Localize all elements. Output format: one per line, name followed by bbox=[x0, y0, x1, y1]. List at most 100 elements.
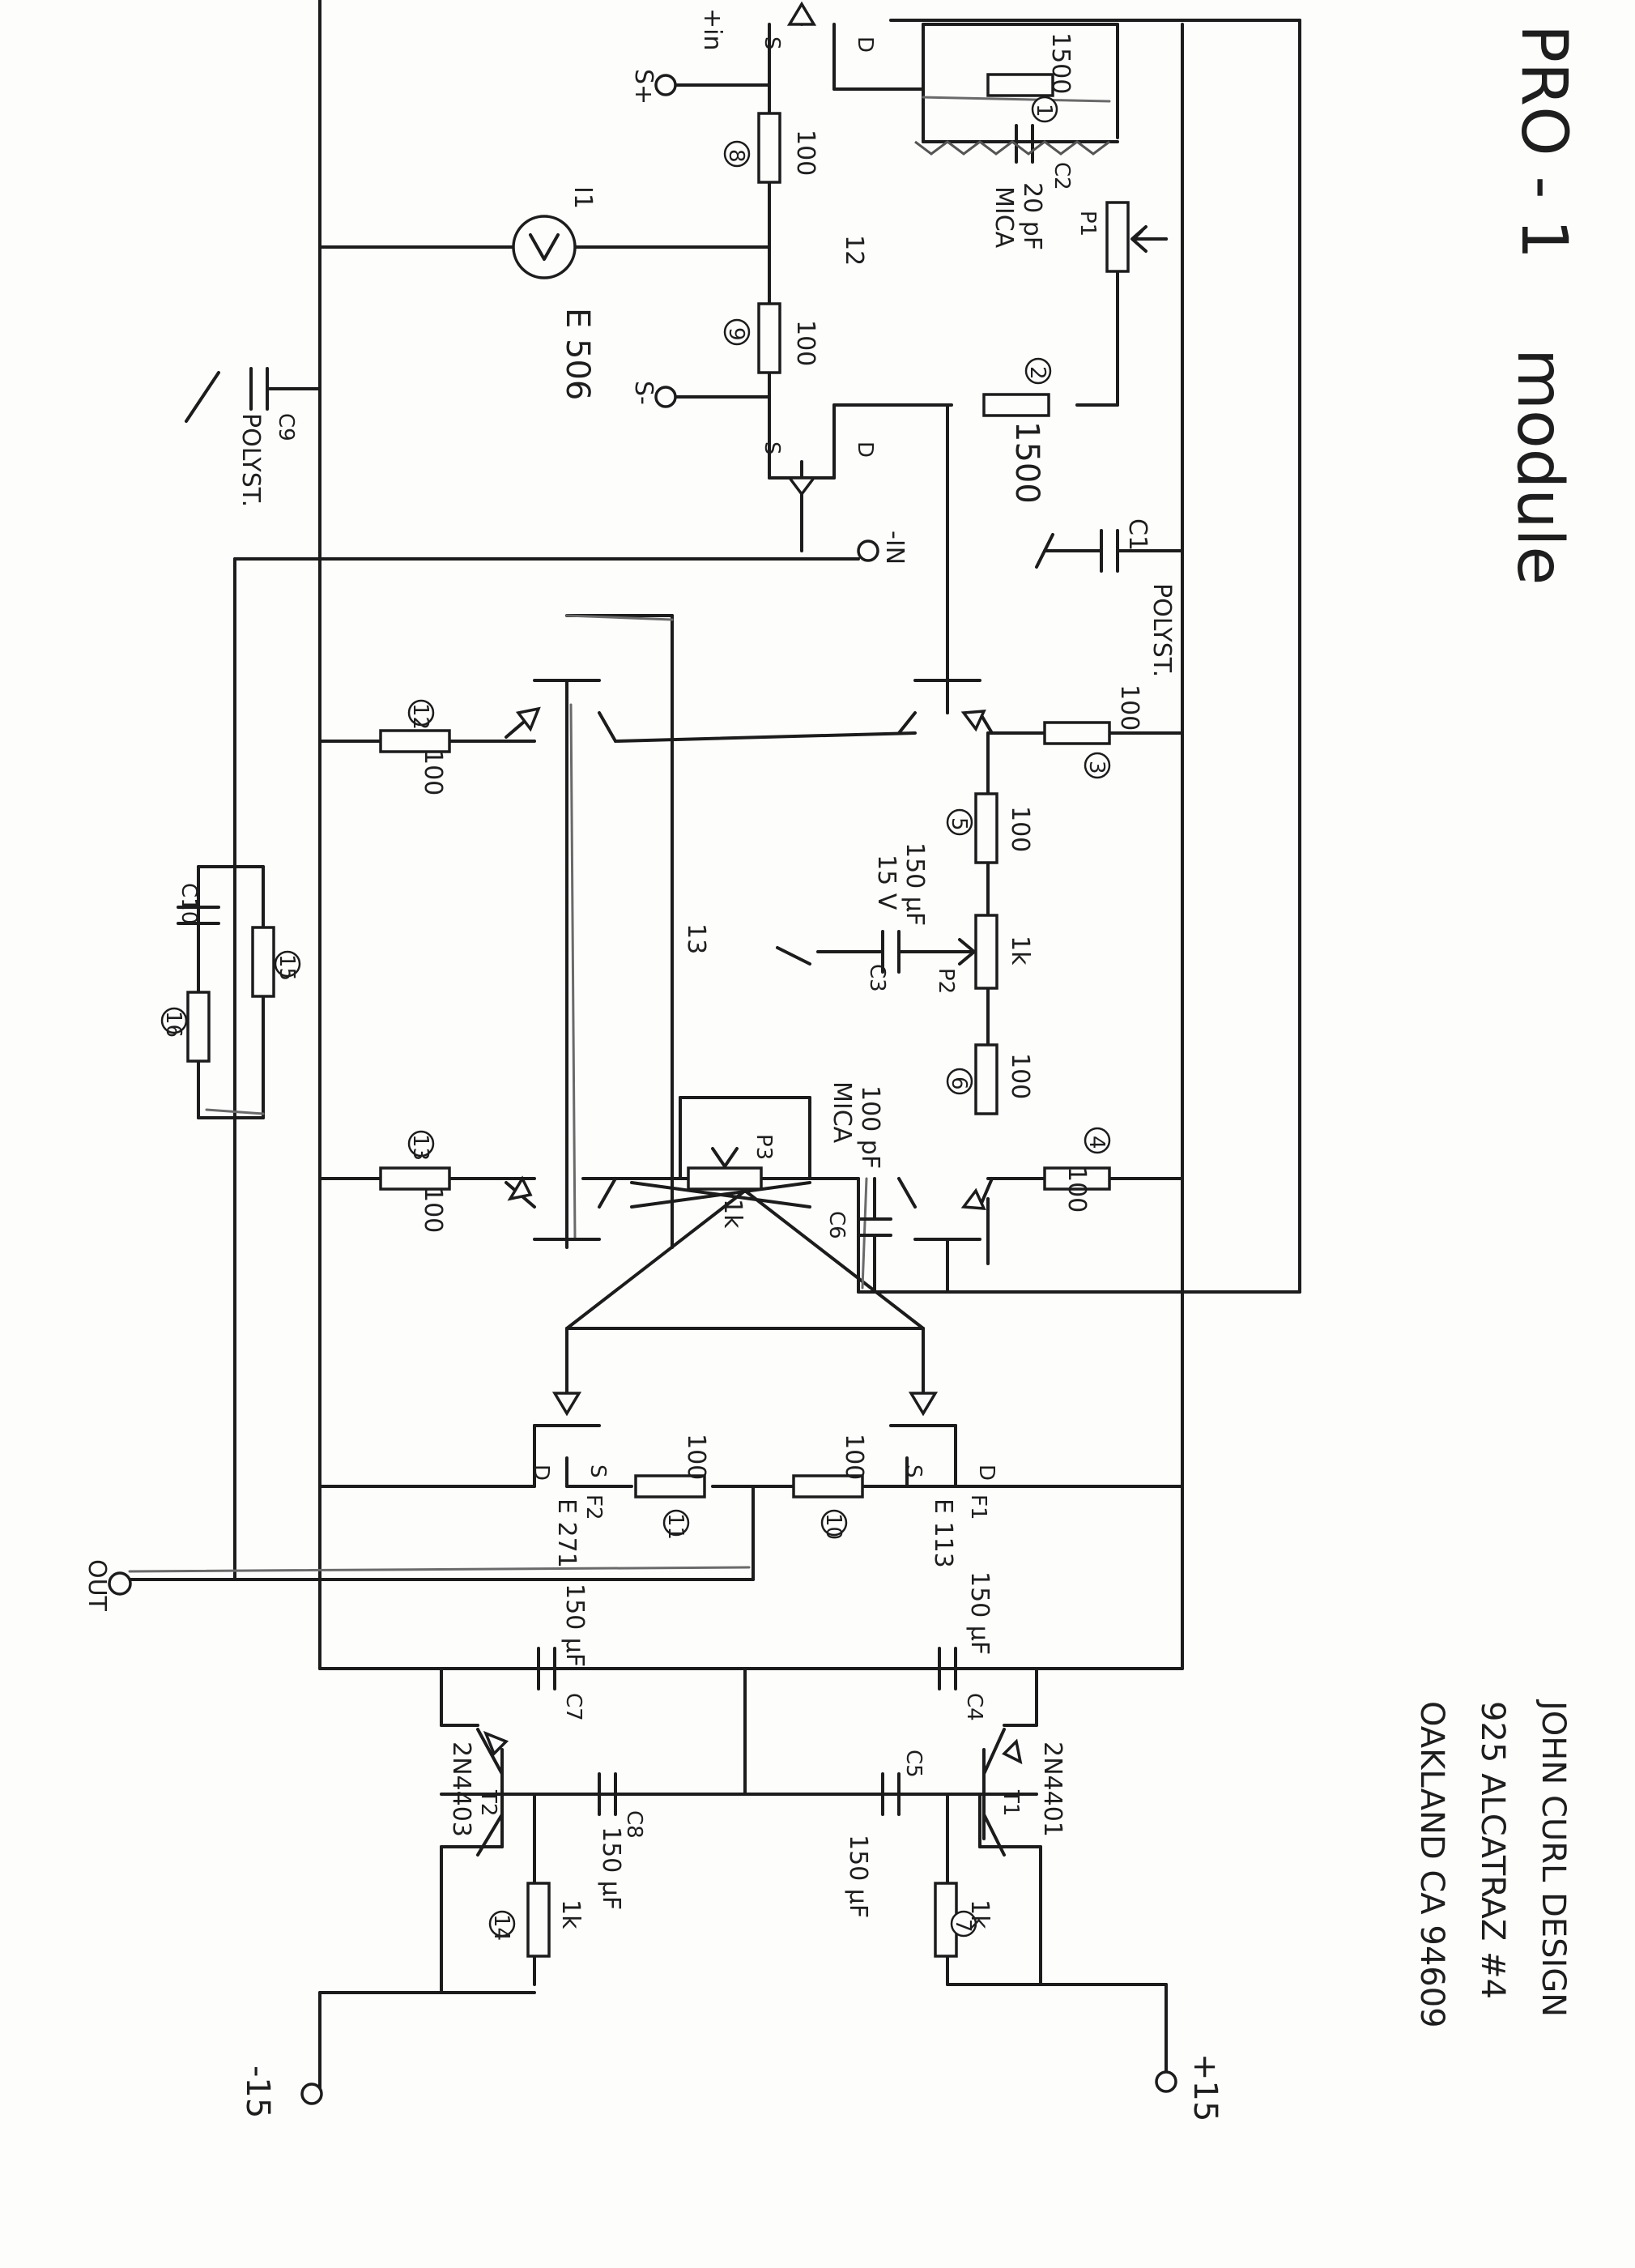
resistor-r11 bbox=[634, 1474, 706, 1498]
pin-s-4: S bbox=[901, 1464, 926, 1478]
label-plus-in: +in bbox=[698, 8, 726, 51]
r14-ref: 14 bbox=[489, 1914, 513, 1941]
r4-value: 100 bbox=[1062, 1166, 1091, 1213]
r10-ref: 10 bbox=[821, 1513, 845, 1540]
pot-p3-wiper bbox=[711, 1147, 739, 1168]
resistor-r2 bbox=[982, 393, 1050, 417]
c2-label: C2 bbox=[1050, 162, 1074, 190]
terminal-s-minus bbox=[654, 386, 677, 408]
t2-part: 2N4403 bbox=[447, 1742, 475, 1837]
pin-s-2: S bbox=[760, 441, 784, 455]
r2-value: 1500 bbox=[1008, 421, 1045, 504]
r12-value: 100 bbox=[419, 749, 447, 795]
terminals bbox=[108, 74, 1177, 2105]
r11-value: 100 bbox=[682, 1434, 710, 1480]
resistor-r12 bbox=[379, 729, 451, 753]
label-plus15: +15 bbox=[1186, 2053, 1224, 2121]
c5-label: C5 bbox=[901, 1750, 926, 1778]
c3-label: C3 bbox=[865, 964, 889, 992]
capacitor-c5 bbox=[881, 1772, 901, 1816]
pin-s-3: S bbox=[585, 1464, 610, 1478]
c8-value: 150 µF bbox=[597, 1827, 625, 1910]
r11-ref: 11 bbox=[663, 1513, 688, 1540]
wires bbox=[128, 0, 1301, 2091]
r1-value: 1500 bbox=[1046, 32, 1075, 94]
c5-value: 150 µF bbox=[844, 1835, 872, 1918]
pin-d-1: D bbox=[853, 36, 877, 53]
r10-value: 100 bbox=[840, 1434, 868, 1480]
page-title: PRO - 1 bbox=[1507, 24, 1580, 259]
r13-value: 100 bbox=[419, 1187, 447, 1233]
pot-p3 bbox=[687, 1166, 763, 1191]
t2-label: T2 bbox=[476, 1789, 500, 1816]
r4-ref: 4 bbox=[1084, 1136, 1109, 1149]
r9-ref: 9 bbox=[724, 327, 748, 341]
capacitor-c3 bbox=[776, 930, 901, 974]
address-line-2: 925 ALCATRAZ #4 bbox=[1474, 1701, 1511, 1999]
r3-value: 100 bbox=[1115, 684, 1143, 731]
resistor-r5 bbox=[974, 792, 998, 864]
node-12-label: 12 bbox=[840, 235, 868, 266]
page-subtitle: module bbox=[1503, 348, 1576, 585]
resistor-r8 bbox=[757, 112, 781, 184]
transistor-upper-left bbox=[505, 679, 617, 743]
pin-s-1: S bbox=[760, 36, 784, 50]
resistor-r14 bbox=[526, 1882, 551, 1958]
capacitor-c10 bbox=[177, 906, 220, 925]
label-minus-in: -IN bbox=[880, 531, 909, 565]
c4-value: 150 µF bbox=[965, 1571, 994, 1655]
terminal-s-plus bbox=[654, 74, 677, 96]
terminal-plus15 bbox=[1155, 2070, 1177, 2093]
p1-label: P1 bbox=[1075, 211, 1100, 237]
r6-value: 100 bbox=[1006, 1053, 1034, 1099]
r16-ref: 16 bbox=[161, 1011, 185, 1038]
r7-value: 1k bbox=[965, 1899, 994, 1929]
c10-label: C10 bbox=[177, 883, 201, 924]
r9-value: 100 bbox=[791, 320, 820, 366]
fet-f2 bbox=[533, 1392, 601, 1427]
reference-circles bbox=[160, 96, 1111, 1938]
r8-value: 100 bbox=[791, 130, 820, 176]
resistor-r16 bbox=[186, 991, 211, 1063]
capacitors bbox=[177, 124, 1119, 1816]
terminal-minus15 bbox=[300, 2083, 323, 2105]
transistor-lower-left bbox=[505, 1175, 617, 1241]
r14-value: 1k bbox=[556, 1899, 585, 1929]
c7-label: C7 bbox=[561, 1693, 585, 1721]
p2-value: 1k bbox=[1006, 936, 1034, 966]
terminal-out bbox=[108, 1571, 132, 1596]
current-source-i1 bbox=[512, 215, 577, 279]
resistor-r1 bbox=[986, 73, 1054, 97]
t1-label: T1 bbox=[998, 1789, 1023, 1816]
r1-ref: 1 bbox=[1032, 104, 1056, 117]
c4-label: C4 bbox=[962, 1693, 986, 1721]
terminal-minus-in bbox=[857, 539, 879, 562]
p3-label: P3 bbox=[752, 1134, 776, 1160]
pot-p2 bbox=[974, 914, 998, 990]
c9-label: C9 bbox=[274, 413, 298, 441]
capacitor-c1 bbox=[1035, 529, 1119, 573]
r6-ref: 6 bbox=[947, 1076, 971, 1090]
r13-ref: 13 bbox=[408, 1134, 432, 1161]
transistor-lower-right bbox=[897, 1177, 994, 1294]
r12-ref: 12 bbox=[408, 703, 432, 730]
t1-part: 2N4401 bbox=[1038, 1742, 1067, 1837]
r5-value: 100 bbox=[1006, 806, 1034, 852]
pin-d-4: D bbox=[974, 1464, 998, 1481]
jfet-input-a bbox=[786, 1, 817, 26]
resistor-r13 bbox=[379, 1166, 451, 1191]
pin-d-2: D bbox=[853, 441, 877, 458]
f1-label: F1 bbox=[966, 1494, 990, 1520]
resistor-r15 bbox=[251, 926, 275, 998]
node-13-label: 13 bbox=[682, 923, 710, 954]
resistors bbox=[186, 73, 1111, 1958]
resistor-r10 bbox=[792, 1474, 864, 1498]
fet-f1 bbox=[889, 1392, 957, 1427]
address-line-3: OAKLAND CA 94609 bbox=[1413, 1701, 1450, 2028]
c6-value: 100 pF bbox=[856, 1085, 884, 1169]
c3-value: 150 µF bbox=[901, 842, 929, 926]
transistor-t1 bbox=[982, 1728, 1023, 1857]
